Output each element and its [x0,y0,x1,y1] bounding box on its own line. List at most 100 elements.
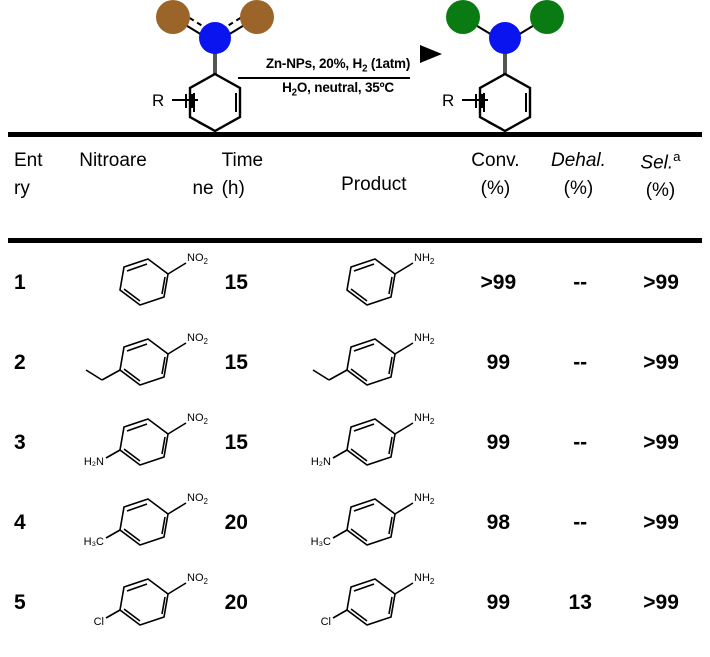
bond-to-functional-group [167,582,187,595]
bond-to-functional-group [167,422,187,435]
bond-to-substituent [332,529,347,539]
cell-dehalogenation: 13 [568,591,592,614]
cell-time: 15 [224,271,248,294]
cell-conversion: 98 [486,511,511,534]
structure-4-ethylnitrobenzene: NO2 [85,332,209,386]
column-header-dehalogenation: Dehal. (%) [550,150,606,199]
column-header-selectivity: Sel.a (%) [640,149,681,201]
ring-double-bond-3 [350,368,367,382]
cell-entry: 1 [14,271,26,294]
cell-substrate-structure: NO2 [84,243,220,323]
r-group-label: R [442,91,454,110]
nitrogen-atom [199,22,231,54]
bond-ethyl-2 [85,369,103,381]
bond-to-functional-group [167,262,187,275]
benzene-ring [478,72,532,133]
ring-double-bond-3 [123,608,141,622]
substituent-label: Cl [94,616,104,628]
structure-4-ethylaniline: NH2 [312,332,435,386]
bond-to-functional-group [394,502,413,515]
benzene-ring [119,258,170,306]
bond-to-substituent [105,609,121,619]
cell-conversion: 99 [486,431,511,454]
ring-double-bond-3 [123,288,141,302]
cell-selectivity: >99 [643,431,679,454]
column-header-nitroarene: Nitroare ne [79,150,214,199]
structure-nitrobenzene: NO2 [119,252,209,306]
table-header-rule [8,238,702,243]
hydrogen-atom-right [530,0,564,34]
benzene-ring [188,72,242,133]
bond-to-functional-group [394,342,413,355]
ring-double-bond-1 [353,583,374,592]
ring-double-bond-2 [387,276,393,295]
cell-product-structure: NH2 [301,323,457,403]
ring-double-bond-1 [127,503,148,512]
substituent-label: Cl [320,616,330,628]
reaction-arrow-line [238,45,442,79]
cell-selectivity: >99 [643,271,679,294]
cell-dehalogenation: -- [573,271,588,294]
functional-group-label: NO2 [187,332,209,346]
ring-double-bond-2 [161,276,167,295]
substituent-label: H₃C [310,536,330,548]
cell-time: 15 [224,351,248,374]
ring-double-bond-3 [123,448,141,462]
cell-selectivity: >99 [643,511,679,534]
nitroarene-drawing: R [152,0,274,133]
ring-double-bond-3 [123,368,141,382]
substituent-label: H₂N [84,456,104,468]
hydrogen-atom-left [446,0,480,34]
ring-double-bond-3 [350,528,367,542]
table-header-row: Ent ry Nitroare ne Time (h) Product Conv… [0,137,710,238]
ring-double-bond-1 [353,343,374,352]
ring-double-bond-2 [161,596,167,615]
cell-time: 15 [224,431,248,454]
benzene-ring [119,418,170,466]
benzene-ring [345,498,396,546]
ring-double-bond-1 [353,503,374,512]
scheme-reactant-structure: R [150,0,280,133]
cell-time: 20 [224,591,248,614]
cell-entry: 3 [14,431,26,454]
column-header-conversion: Conv. (%) [471,150,520,199]
reaction-conditions: Zn-NPs, 20%, H2 (1atm) H2O, neutral, 35º… [238,45,442,100]
ring-double-bond-3 [350,448,367,462]
bond-to-substituent [332,609,347,619]
benzene-ring [345,338,396,386]
cell-dehalogenation: -- [573,431,588,454]
substituent-label: H₂N [310,456,330,468]
benzene-ring [345,258,396,306]
ring-double-bond-2 [387,596,393,615]
scheme-product-structure: R [440,0,570,133]
ring-double-bond-2 [161,436,167,455]
substituent-label: H₃C [84,536,104,548]
table-body: 1 NO2 15 NH2 >99 -- >99 2 NO2 15 NH2 99 … [0,243,710,643]
results-table: Ent ry Nitroare ne Time (h) Product Conv… [0,132,710,643]
table-row: 1 NO2 15 NH2 >99 -- >99 [0,243,710,323]
ring-double-bond-3 [350,608,367,622]
ring-double-bond-3 [350,288,367,302]
cell-entry: 5 [14,591,26,614]
column-header-time: Time (h) [221,150,264,199]
functional-group-label: NO2 [187,412,209,426]
cell-product-structure: NH2 [301,243,457,323]
benzene-ring [345,418,396,466]
bond-to-functional-group [394,262,413,275]
functional-group-label: NH2 [414,332,435,346]
structure-aniline: NH2 [345,252,434,306]
bond-to-substituent [105,529,121,539]
bond-ethyl-1 [101,369,121,381]
benzene-ring [119,578,170,626]
functional-group-label: NO2 [187,572,209,586]
